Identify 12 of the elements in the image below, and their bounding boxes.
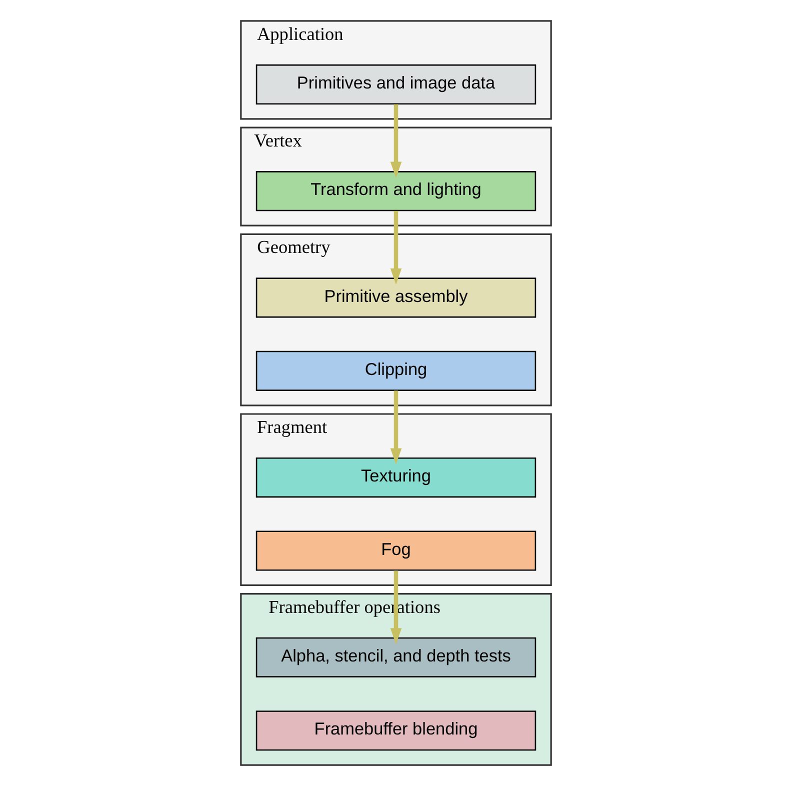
node-box: Framebuffer blending bbox=[256, 710, 536, 751]
node-box: Texturing bbox=[256, 458, 536, 498]
node-box: Alpha, stencil, and depth tests bbox=[256, 637, 536, 678]
arrow bbox=[390, 104, 402, 178]
node-box: Transform and lighting bbox=[256, 171, 536, 212]
arrow bbox=[390, 390, 402, 464]
node-box: Primitives and image data bbox=[256, 64, 536, 104]
node-box: Clipping bbox=[256, 350, 536, 391]
arrow bbox=[390, 210, 402, 285]
node-box: Primitive assembly bbox=[256, 278, 536, 318]
node-box: Fog bbox=[256, 530, 536, 571]
arrow bbox=[390, 570, 402, 644]
